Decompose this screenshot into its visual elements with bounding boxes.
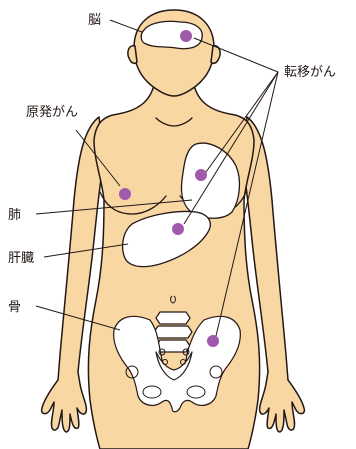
- label-primary: 原発がん: [26, 105, 78, 120]
- tumor-liver: [172, 223, 184, 235]
- tumor-bone: [207, 335, 219, 347]
- vertebra-3: [156, 340, 190, 352]
- ear-left: [128, 46, 137, 64]
- leader-brain: [110, 20, 142, 32]
- vertebra-2: [154, 326, 192, 338]
- label-liver: 肝臓: [8, 251, 34, 266]
- label-brain: 脳: [88, 13, 101, 28]
- vertebra-1: [156, 312, 190, 324]
- brain: [141, 21, 202, 48]
- tumor-brain: [180, 30, 192, 42]
- label-lung: 肺: [8, 208, 21, 223]
- tumor-primary-breast: [119, 188, 131, 200]
- tumor-lung: [195, 169, 207, 181]
- label-metastasis: 転移がん: [284, 65, 336, 80]
- label-bone: 骨: [8, 300, 21, 315]
